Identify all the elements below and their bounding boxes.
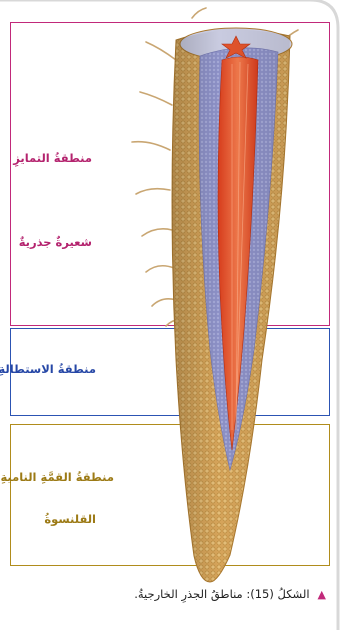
growing-tip-zone-label: منطقةُ القمَّةِ الناميةِ [0, 470, 114, 484]
root-hair-label: شعيرةٌ جذريةٌ [19, 235, 92, 249]
caption-text: الشكلُ (15): مناطقُ الجذرِ الخارجيةُ. [134, 587, 309, 601]
elongation-zone-label: منطقةُ الاستطالةِ [0, 362, 96, 376]
caption-triangle-icon: ▲ [318, 588, 326, 601]
root-cap-label: القلنسوةُ [44, 512, 96, 526]
differentiation-zone-label: منطقةُ التمايزِ [13, 151, 92, 165]
figure-caption: ▲ الشكلُ (15): مناطقُ الجذرِ الخارجيةُ. [134, 587, 326, 601]
